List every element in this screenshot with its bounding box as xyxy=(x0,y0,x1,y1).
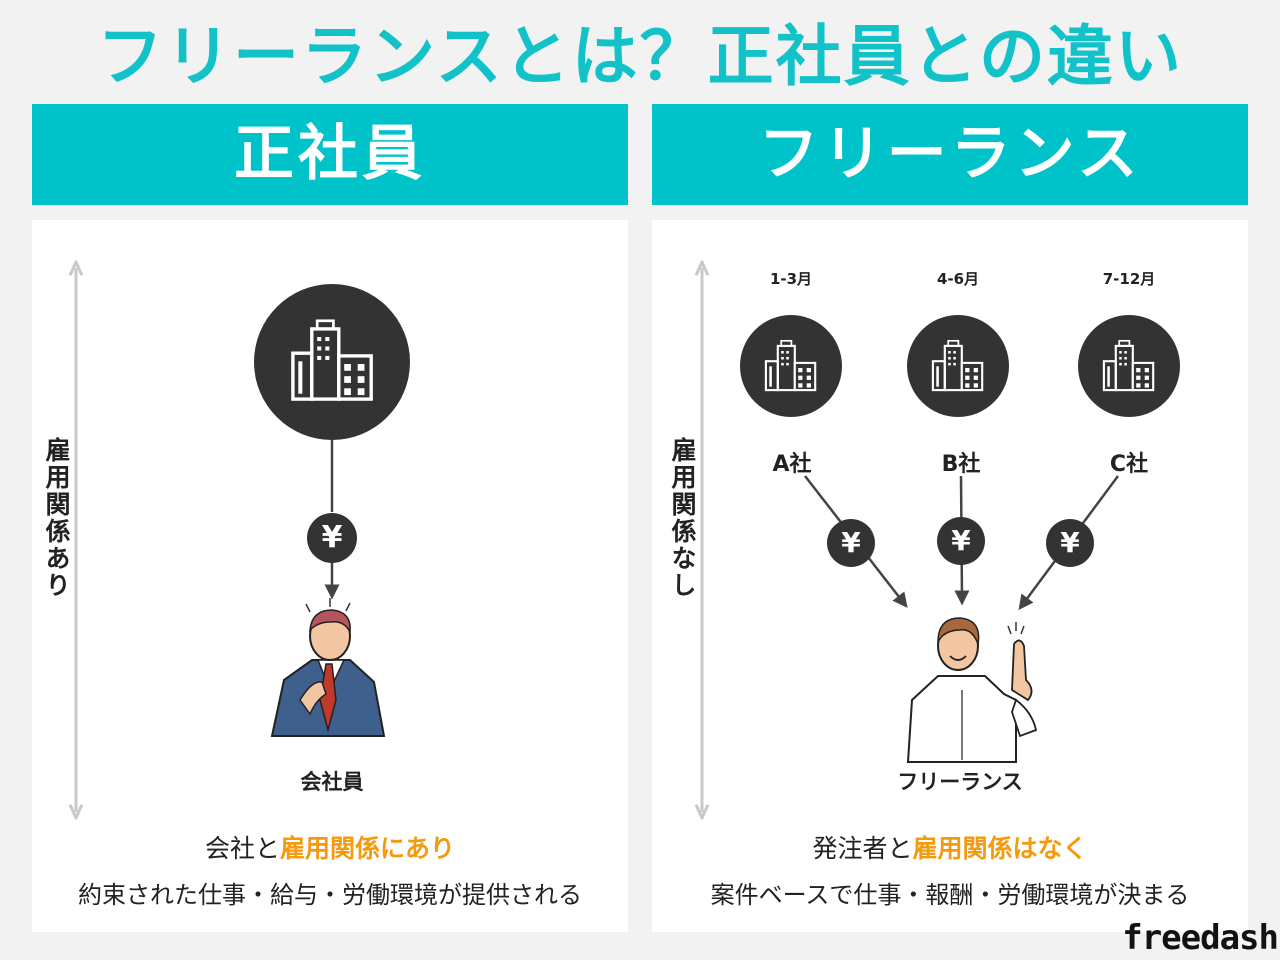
freelance-caption-highlight: 雇用関係はなく xyxy=(912,834,1088,863)
freelance-caption: 発注者と雇用関係はなく 案件ベースで仕事・報酬・労働環境が決まる xyxy=(652,826,1248,918)
company-label-c: C社 xyxy=(1109,452,1149,477)
employee-caption-line2: 約束された仕事・給与・労働環境が提供される xyxy=(78,881,582,909)
employment-relation-label: 雇用関係あり xyxy=(42,437,71,599)
freelancer-label: フリーランス xyxy=(897,770,1023,794)
period-label-3: 7-12月 xyxy=(1102,270,1156,288)
employee-label: 会社員 xyxy=(300,770,364,794)
period-label-1: 1-3月 xyxy=(769,270,813,288)
yen-symbol-b: ¥ xyxy=(951,524,971,557)
company-c-building-icon xyxy=(1078,315,1180,417)
freelance-caption-pre: 発注者と xyxy=(812,834,913,863)
freelance-caption-line2: 案件ベースで仕事・報酬・労働環境が決まる xyxy=(710,881,1190,909)
employee-caption-pre: 会社と xyxy=(204,834,280,863)
company-a-building-icon xyxy=(740,315,842,417)
employee-person-illustration xyxy=(270,598,386,737)
employee-caption: 会社と雇用関係にあり 約束された仕事・給与・労働環境が提供される xyxy=(32,826,628,918)
yen-symbol: ¥ xyxy=(321,520,343,555)
company-building-icon xyxy=(254,284,410,440)
page-title: フリーランスとは？正社員との違い xyxy=(96,18,1184,95)
yen-icon xyxy=(307,513,357,563)
yen-symbol-c: ¥ xyxy=(1060,526,1080,559)
company-b-building-icon xyxy=(907,315,1009,417)
company-label-a: A社 xyxy=(772,452,812,477)
yen-icon-a xyxy=(827,519,875,567)
yen-icon-c xyxy=(1046,519,1094,567)
yen-symbol-a: ¥ xyxy=(841,526,861,559)
period-label-2: 4-6月 xyxy=(936,270,980,288)
no-employment-relation-label: 雇用関係なし xyxy=(668,437,697,599)
header-employee: 正社員 xyxy=(32,104,628,205)
freelancer-person-illustration xyxy=(906,617,1038,763)
employee-caption-highlight: 雇用関係にあり xyxy=(280,834,456,863)
freedash-logo: freedash xyxy=(1122,918,1279,958)
yen-icon-b xyxy=(937,517,985,565)
header-freelance: フリーランス xyxy=(652,104,1248,205)
company-label-b: B社 xyxy=(941,452,981,477)
